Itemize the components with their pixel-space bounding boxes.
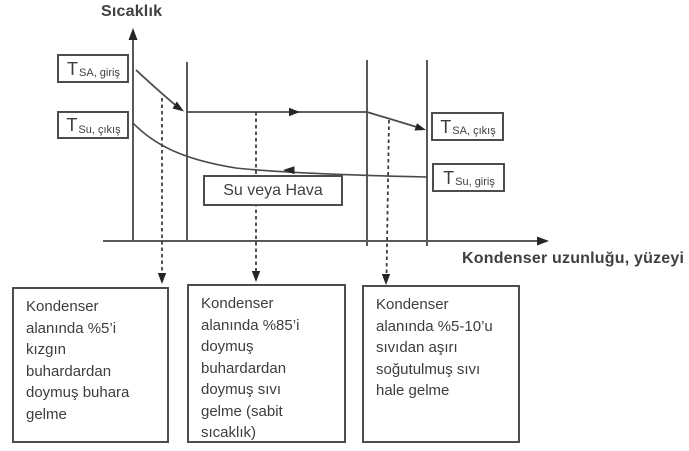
t-subscript: SA, çıkış: [452, 125, 496, 137]
zone-box-desuperheating: Kondenser alanında %5’i kızgın buhardard…: [12, 287, 169, 443]
dashed-pointer-arrowhead-3: [381, 274, 391, 285]
refrigerant-exit-arrowhead: [414, 123, 426, 131]
zone-box-subcooling: Kondenser alanında %5-10’u sıvıdan aşırı…: [362, 285, 520, 443]
t-subscript: Su, çıkış: [78, 123, 121, 136]
dashed-pointer-arrowhead-1: [157, 273, 167, 284]
refrigerant-desuperheat-curve: [135, 69, 180, 109]
coolant-flow-arrowhead: [283, 166, 295, 175]
coolant-medium-label: Su veya Hava: [223, 181, 323, 199]
plateau-flow-arrowhead: [289, 107, 300, 117]
coolant-medium-label-box: Su veya Hava: [203, 175, 343, 206]
y-axis-label: Sıcaklık: [101, 3, 163, 20]
coolant-curve: [132, 122, 428, 178]
refrigerant-subcool-drop: [366, 111, 421, 129]
t-subscript: SA, giriş: [79, 67, 120, 79]
refrigerant-curve-arrowhead: [172, 101, 184, 112]
dashed-pointer-line-3: [385, 119, 390, 277]
x-axis-label: Kondenser uzunluğu, yüzeyi: [462, 250, 685, 267]
dashed-pointer-arrowhead-2: [251, 271, 261, 282]
zone-box-condensing: Kondenser alanında %85’i doymuş buhardar…: [187, 284, 346, 443]
t-symbol: T: [440, 116, 452, 137]
t-subscript: Su, giriş: [455, 176, 495, 188]
t-symbol: T: [67, 58, 79, 79]
y-axis-arrowhead: [128, 28, 138, 40]
x-axis-arrowhead: [537, 236, 549, 246]
t-symbol: T: [443, 167, 455, 188]
t-symbol: T: [66, 115, 78, 135]
